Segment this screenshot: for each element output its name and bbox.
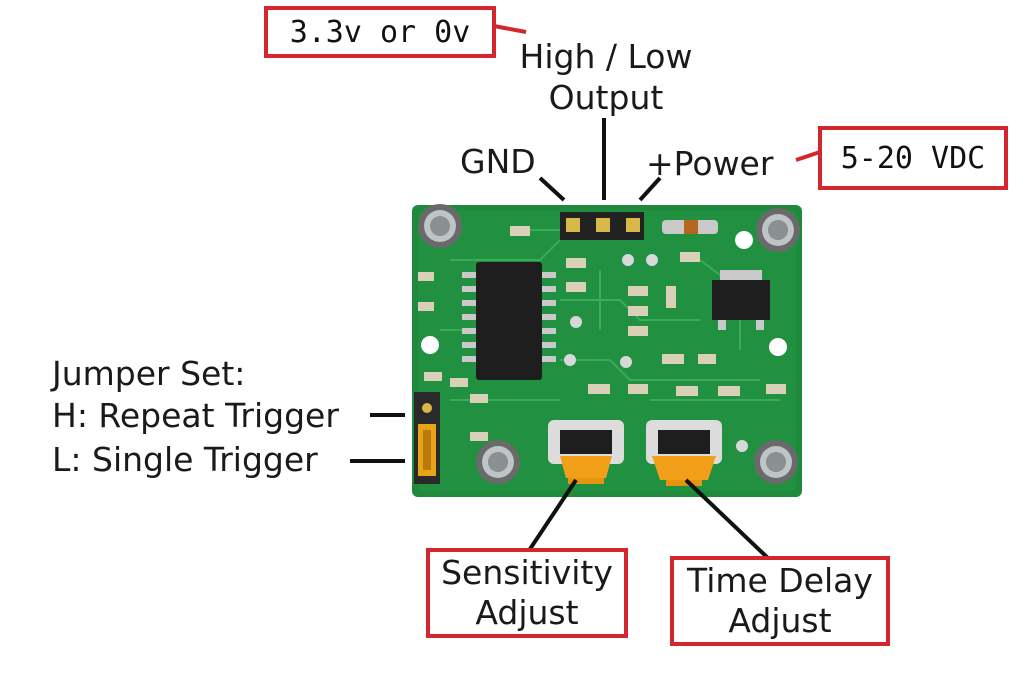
mount-hole <box>735 231 753 249</box>
smd-components <box>418 226 786 441</box>
high-low-label-line1: High / Low <box>519 37 693 76</box>
gnd-leader-line <box>538 176 566 202</box>
capacitor-bottom-right <box>754 440 798 484</box>
jumper-block <box>414 392 440 484</box>
sensitivity-adjust-box: Sensitivity Adjust <box>426 548 628 638</box>
output-voltage-callout-line <box>493 24 527 34</box>
sensitivity-potentiometer <box>548 420 624 484</box>
high-low-label-line2: Output <box>548 78 664 118</box>
power-voltage-callout-line <box>795 150 821 162</box>
power-voltage-label: 5-20 VDC <box>840 140 986 176</box>
sensitivity-leader-line <box>526 478 578 554</box>
mount-hole <box>769 338 787 356</box>
callout-lines <box>493 24 821 162</box>
power-label: +Power <box>646 144 774 183</box>
time-delay-leader-line <box>684 478 772 562</box>
ic-chip <box>462 262 556 380</box>
capacitor-top-left <box>418 204 462 248</box>
output-voltage-box: 3.3v or 0v <box>264 6 496 58</box>
leader-lines <box>350 118 772 562</box>
header-pins <box>560 212 644 240</box>
jumper-l-label: L: Single Trigger <box>52 440 318 479</box>
capacitor-top-right <box>756 208 800 252</box>
time-delay-potentiometer <box>646 420 722 486</box>
time-delay-label-line2: Adjust <box>728 601 832 640</box>
sensitivity-label-line1: Sensitivity <box>441 552 613 592</box>
high-low-output-label: High / Low Output <box>508 36 704 119</box>
jumper-h-label: H: Repeat Trigger <box>52 396 339 435</box>
mount-hole <box>421 336 439 354</box>
time-delay-label-line1: Time Delay <box>687 560 873 600</box>
voltage-regulator <box>712 270 770 330</box>
pcb-traces <box>440 229 780 401</box>
power-leader-line <box>638 176 662 202</box>
capacitor-bottom-left <box>476 440 520 484</box>
gnd-label: GND <box>460 142 536 181</box>
time-delay-adjust-box: Time Delay Adjust <box>670 556 890 646</box>
power-voltage-box: 5-20 VDC <box>818 126 1008 190</box>
output-voltage-label: 3.3v or 0v <box>289 14 471 50</box>
sensitivity-label-line2: Adjust <box>475 593 579 632</box>
jumper-set-title: Jumper Set: <box>52 354 246 393</box>
